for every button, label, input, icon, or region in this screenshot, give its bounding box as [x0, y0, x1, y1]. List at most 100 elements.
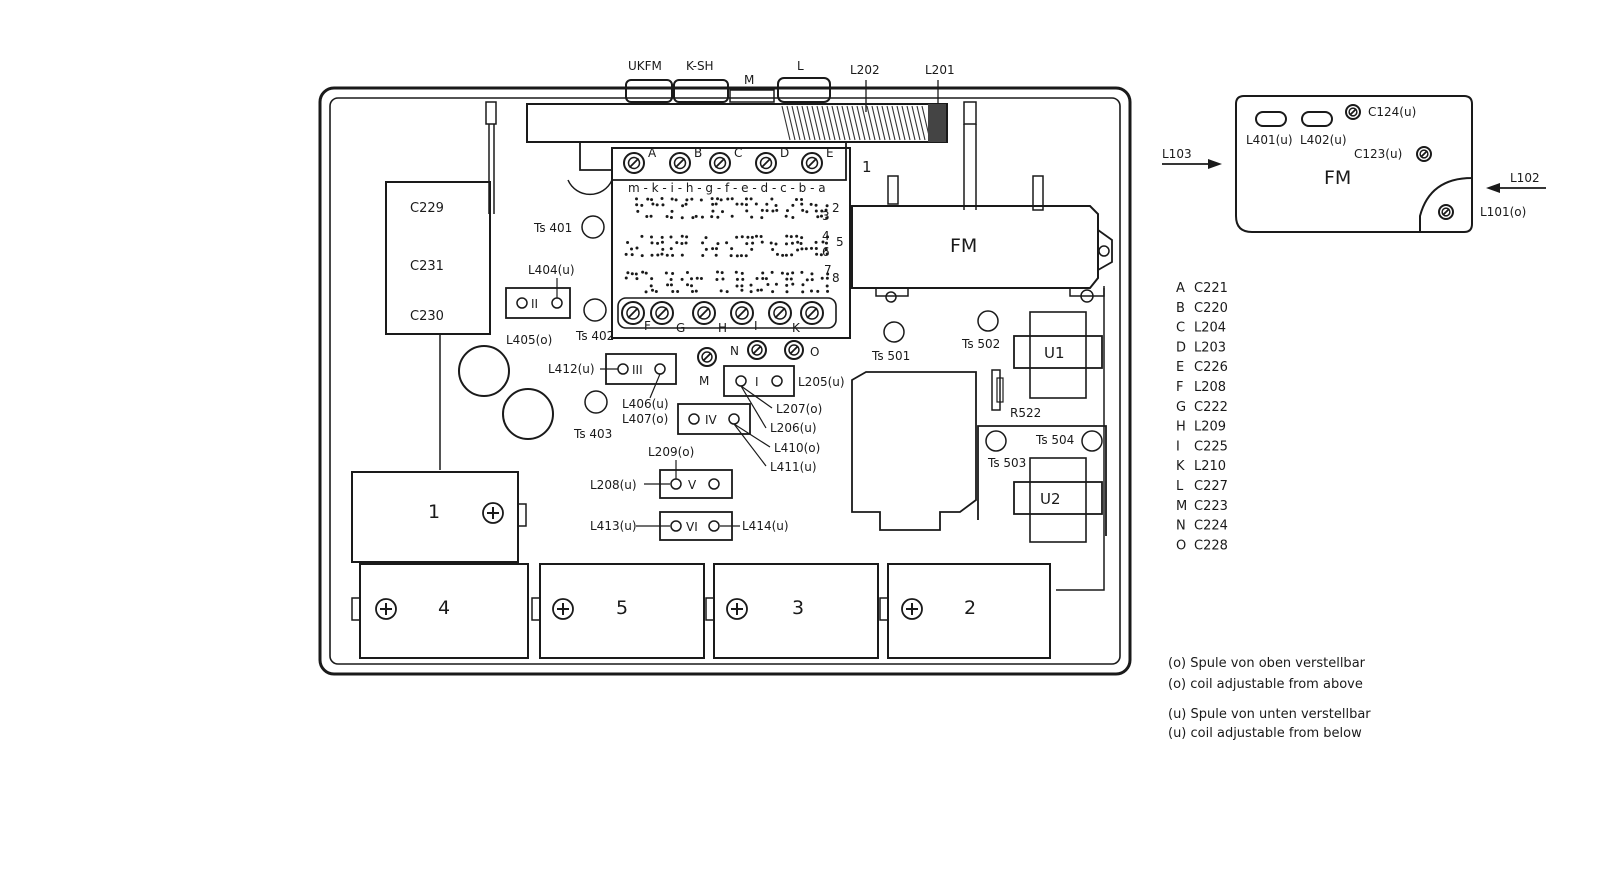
transformer-u2: [1029, 457, 1087, 543]
legend-part: L210: [1194, 459, 1226, 474]
legend-part: C225: [1194, 439, 1228, 454]
label-r522: R522: [1010, 406, 1041, 420]
label-ts401: Ts 401: [533, 221, 572, 235]
label-ukfm: UKFM: [628, 59, 662, 73]
trimmer-c123-icon: [1416, 146, 1432, 162]
legend-letter: M: [1176, 499, 1187, 514]
label-l206u: L206(u): [770, 421, 817, 435]
module-iii-label: III: [632, 363, 643, 377]
pin-label-a: A: [648, 146, 657, 160]
fm-module: [851, 205, 1099, 289]
pin-label-e: E: [826, 146, 834, 160]
pin-label-b: B: [694, 146, 702, 160]
battery-1-label: 1: [428, 501, 440, 523]
label-ts501: Ts 501: [871, 349, 910, 363]
coil-winding: [781, 105, 931, 141]
note-u-de: (u) Spule von unten verstellbar: [1168, 707, 1371, 722]
legend-part: C221: [1194, 281, 1228, 296]
row-num-6: 6: [822, 245, 830, 259]
label-pin-m: M: [699, 374, 709, 388]
battery-2-label: 2: [964, 597, 976, 619]
label-l202: L202: [850, 63, 880, 77]
legend-letter: L: [1176, 479, 1184, 494]
coil-l401: [1255, 111, 1287, 127]
row-num-1: 1: [862, 158, 872, 176]
shield-can: [851, 371, 977, 531]
legend-letter: O: [1176, 538, 1186, 553]
label-ts502: Ts 502: [961, 337, 1000, 351]
label-ts403: Ts 403: [573, 427, 612, 441]
legend-letter: F: [1176, 380, 1183, 395]
legend-letter: N: [1176, 519, 1186, 534]
battery-3-label: 3: [792, 597, 804, 619]
module-ii: [505, 287, 571, 319]
battery-5-label: 5: [616, 597, 628, 619]
legend-part: C228: [1194, 538, 1228, 553]
note-u-en: (u) coil adjustable from below: [1168, 726, 1362, 741]
transformer-u1: [1029, 311, 1087, 399]
pin-label-k: K: [792, 321, 801, 335]
legend-part: C222: [1194, 400, 1228, 415]
central-module: [611, 147, 851, 339]
label-c123u: C123(u): [1354, 147, 1402, 161]
battery-3-plus-icon: [726, 598, 748, 620]
fm-inset-board: [1235, 95, 1473, 233]
coil-l101-icon: [1438, 204, 1454, 220]
label-m-top: M: [744, 73, 754, 87]
pin-label-g: G: [676, 321, 685, 335]
legend-letter: E: [1176, 360, 1184, 375]
ksh-button: [673, 79, 729, 103]
label-l411u: L411(u): [770, 460, 817, 474]
legend-part: C227: [1194, 479, 1228, 494]
pin-label-c: C: [734, 146, 742, 160]
pin-n: [747, 340, 767, 360]
note-o-de: (o) Spule von oben verstellbar: [1168, 656, 1366, 671]
label-l414u: L414(u): [742, 519, 789, 533]
label-l405o: L405(o): [506, 333, 552, 347]
row-num-8: 8: [832, 271, 840, 285]
pin-label-i: I: [754, 319, 758, 333]
battery-1-plus-icon: [482, 502, 504, 524]
pin-o: [784, 340, 804, 360]
coil-end: [928, 104, 946, 142]
label-l102: L102: [1510, 171, 1540, 185]
legend-part: L209: [1194, 420, 1226, 435]
pin-m: [697, 347, 717, 367]
component-dot-field: [624, 196, 830, 294]
label-l412u: L412(u): [548, 362, 595, 376]
label-ts402: Ts 402: [575, 329, 614, 343]
legend-part: L204: [1194, 321, 1226, 336]
label-l401u: L401(u): [1246, 133, 1293, 147]
label-l413u: L413(u): [590, 519, 637, 533]
legend-letter: H: [1176, 420, 1186, 435]
label-l-top: L: [797, 59, 804, 73]
label-l410o: L410(o): [774, 441, 820, 455]
label-c230: C230: [410, 309, 444, 324]
module-v-label: V: [688, 478, 697, 492]
resistor-r522: [991, 369, 1001, 411]
module-vi-label: VI: [686, 520, 698, 534]
label-l101o: L101(o): [1480, 205, 1526, 219]
label-l208u: L208(u): [590, 478, 637, 492]
label-c231: C231: [410, 259, 444, 274]
battery-4-plus-icon: [375, 598, 397, 620]
fm-inset-title: FM: [1324, 167, 1351, 189]
label-l103: L103: [1162, 147, 1192, 161]
legend-letter: C: [1176, 321, 1185, 336]
label-pin-n: N: [730, 344, 739, 358]
battery-5-plus-icon: [552, 598, 574, 620]
label-u2: U2: [1040, 490, 1061, 508]
legend-part: C224: [1194, 519, 1228, 534]
module-ii-label: II: [531, 297, 538, 311]
note-o-en: (o) coil adjustable from above: [1168, 677, 1363, 692]
row-num-2: 2: [832, 201, 840, 215]
battery-4-label: 4: [438, 597, 450, 619]
label-u1: U1: [1044, 344, 1065, 362]
row-letters: m - k - i - h - g - f - e - d - c - b - …: [628, 181, 826, 195]
legend-letter: D: [1176, 340, 1186, 355]
label-l402u: L402(u): [1300, 133, 1347, 147]
